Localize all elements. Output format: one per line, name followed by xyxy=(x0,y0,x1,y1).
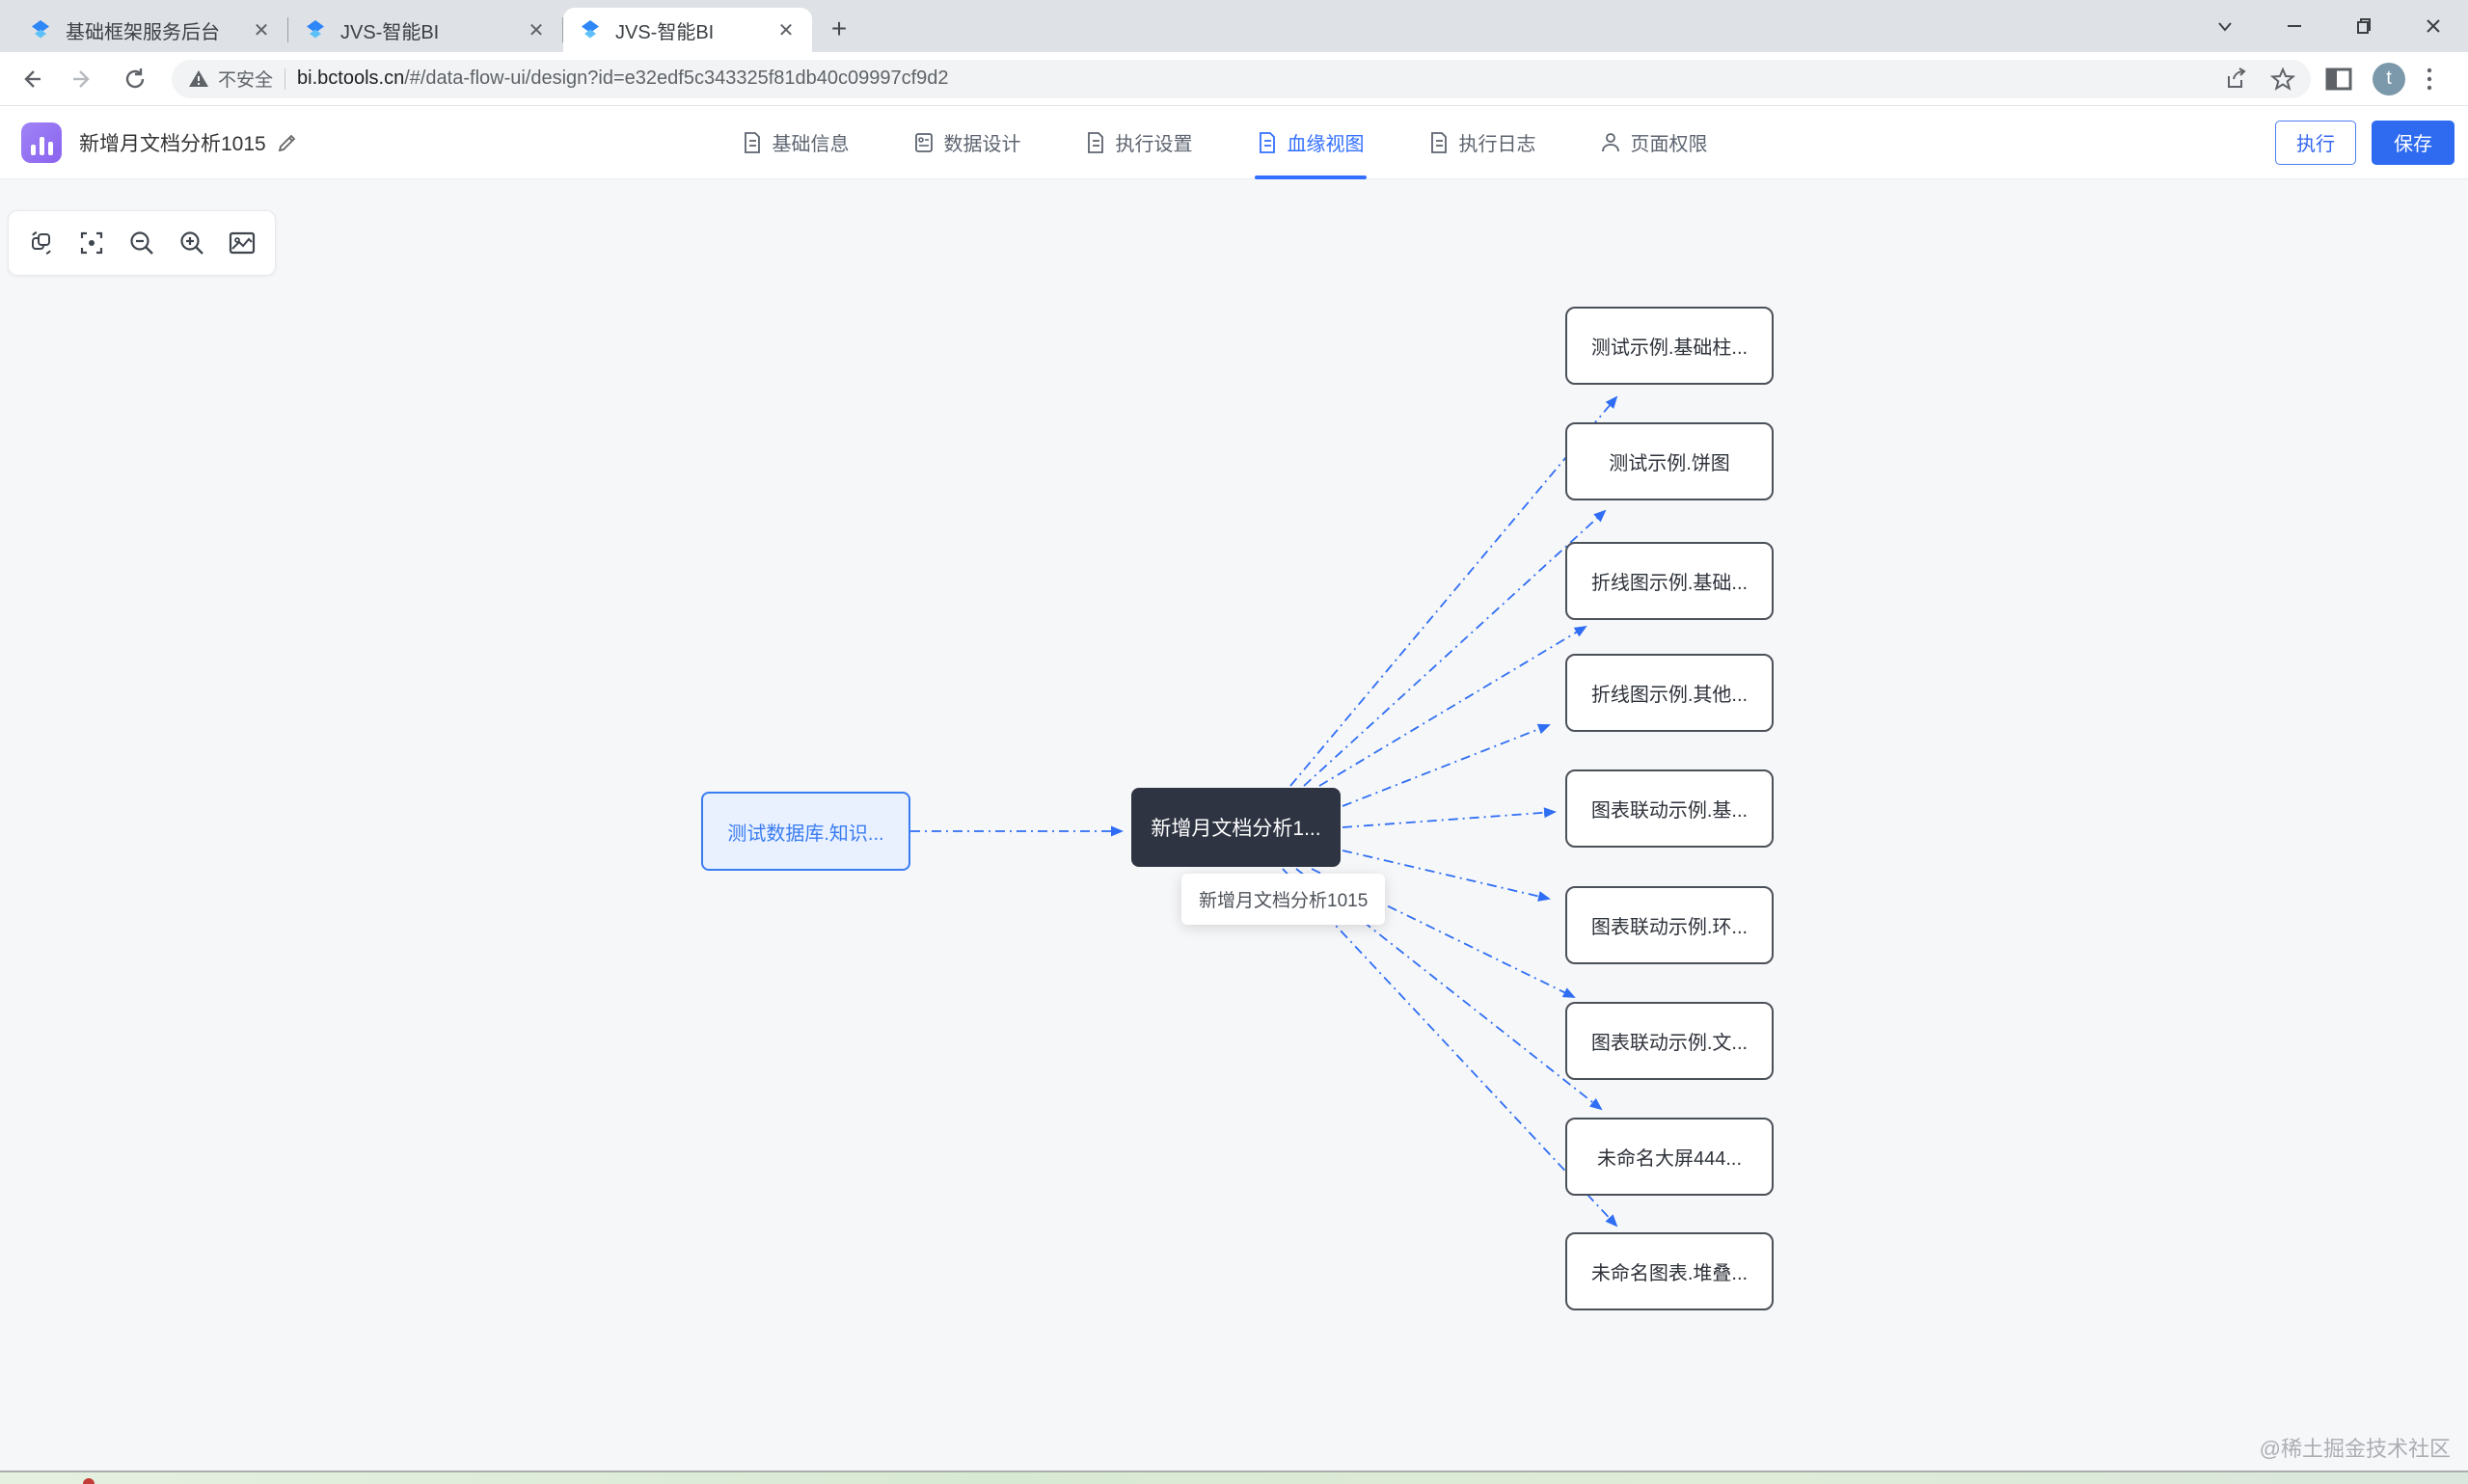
favicon-jvs-icon xyxy=(304,17,329,42)
tab-strip: 基础框架服务后台 ✕ JVS-智能BI ✕ JVS-智能BI ✕ + xyxy=(0,0,2468,52)
tab-title: JVS-智能BI xyxy=(340,21,440,43)
tab-separator xyxy=(562,17,563,42)
taskbar-sliver xyxy=(0,1471,2468,1484)
zoom-in-icon[interactable] xyxy=(171,222,213,264)
forward-icon[interactable] xyxy=(62,58,104,100)
header-buttons: 执行 保存 xyxy=(2275,120,2454,165)
address-bar-row: 不安全 bi.bctools.cn/#/data-flow-ui/design?… xyxy=(0,52,2468,106)
diagram-node-t5[interactable]: 图表联动示例.基... xyxy=(1565,769,1774,848)
diagram-node-t4[interactable]: 折线图示例.其他... xyxy=(1565,654,1774,732)
tab-close-icon[interactable]: ✕ xyxy=(528,19,545,41)
tab-basic-info[interactable]: 基础信息 xyxy=(741,106,849,179)
url-path: /#/data-flow-ui/design?id=e32edf5c343325… xyxy=(404,67,949,89)
share-icon[interactable] xyxy=(2224,67,2249,92)
kebab-menu-icon[interactable] xyxy=(2425,65,2434,94)
reload-icon[interactable] xyxy=(114,58,156,100)
tab-execute-log[interactable]: 执行日志 xyxy=(1427,106,1535,179)
minimize-icon[interactable] xyxy=(2260,0,2329,52)
url-domain: bi.bctools.cn xyxy=(297,67,405,89)
diagram-node-t3[interactable]: 折线图示例.基础... xyxy=(1565,542,1774,620)
favicon-jvs-icon xyxy=(579,17,604,42)
avatar[interactable]: t xyxy=(2373,62,2405,95)
browser-tab-1[interactable]: 基础框架服务后台 ✕ xyxy=(14,8,287,52)
bar-chart-logo-icon xyxy=(21,121,62,163)
tab-label: 血缘视图 xyxy=(1287,134,1365,155)
tab-separator xyxy=(287,17,288,42)
security-label[interactable]: 不安全 xyxy=(218,70,274,91)
new-tab-button[interactable]: + xyxy=(830,13,848,43)
diagram-node-t7[interactable]: 图表联动示例.文... xyxy=(1565,1002,1774,1080)
tab-label: 执行设置 xyxy=(1115,134,1193,155)
export-image-icon[interactable] xyxy=(221,222,263,264)
pencil-icon[interactable] xyxy=(276,131,299,154)
favicon-jvs-icon xyxy=(29,17,54,42)
tab-label: 数据设计 xyxy=(943,134,1021,155)
tab-search-chevron-icon[interactable] xyxy=(2190,0,2260,52)
canvas-toolbar xyxy=(8,210,276,276)
zoom-out-icon[interactable] xyxy=(121,222,163,264)
warning-icon[interactable] xyxy=(187,67,210,91)
run-button[interactable]: 执行 xyxy=(2275,120,2356,165)
tab-title: 基础框架服务后台 xyxy=(66,21,220,43)
tab-lineage-view[interactable]: 血缘视图 xyxy=(1254,106,1367,179)
diagram-node-t2[interactable]: 测试示例.饼图 xyxy=(1565,422,1774,500)
tab-data-design[interactable]: 数据设计 xyxy=(912,106,1020,179)
tab-close-icon[interactable]: ✕ xyxy=(253,19,270,41)
center-focus-icon[interactable] xyxy=(70,222,113,264)
diagram-node-t9[interactable]: 未命名图表.堆叠... xyxy=(1565,1232,1774,1310)
tab-close-icon[interactable]: ✕ xyxy=(777,19,795,41)
back-icon[interactable] xyxy=(10,58,52,100)
address-bar[interactable]: 不安全 bi.bctools.cn/#/data-flow-ui/design?… xyxy=(172,59,2311,98)
diagram-node-center[interactable]: 新增月文档分析1... xyxy=(1131,788,1341,867)
restore-icon[interactable] xyxy=(2329,0,2399,52)
diagram-node-source[interactable]: 测试数据库.知识... xyxy=(701,792,910,871)
tab-label: 基础信息 xyxy=(772,134,850,155)
tab-execute-settings[interactable]: 执行设置 xyxy=(1084,106,1192,179)
bookmark-star-icon[interactable] xyxy=(2270,66,2295,92)
watermark-text: @稀土掘金技术社区 xyxy=(2259,1437,2451,1461)
url-text[interactable]: bi.bctools.cn/#/data-flow-ui/design?id=e… xyxy=(297,67,2203,90)
save-button[interactable]: 保存 xyxy=(2372,120,2454,165)
header-nav: 基础信息 数据设计 执行设置 血缘视图 执行日志 页面权限 xyxy=(741,106,1707,179)
close-icon[interactable] xyxy=(2399,0,2468,52)
browser-tab-3-active[interactable]: JVS-智能BI ✕ xyxy=(563,8,812,52)
red-dot xyxy=(83,1478,95,1484)
reading-sidebar-icon[interactable] xyxy=(2324,66,2353,93)
tab-title: JVS-智能BI xyxy=(615,21,715,43)
diagram-node-t1[interactable]: 测试示例.基础柱... xyxy=(1565,307,1774,385)
tab-label: 页面权限 xyxy=(1630,134,1708,155)
diagram-node-t6[interactable]: 图表联动示例.环... xyxy=(1565,886,1774,964)
browser-tab-2[interactable]: JVS-智能BI ✕ xyxy=(288,8,562,52)
tab-page-permission[interactable]: 页面权限 xyxy=(1599,106,1707,179)
diagram-node-t8[interactable]: 未命名大屏444... xyxy=(1565,1118,1774,1196)
fit-refresh-icon[interactable] xyxy=(20,222,63,264)
browser-actions: t xyxy=(2324,62,2448,95)
app-header: 新增月文档分析1015 基础信息 数据设计 执行设置 血缘视图 xyxy=(0,106,2468,179)
tab-label: 执行日志 xyxy=(1458,134,1536,155)
page-title: 新增月文档分析1015 xyxy=(79,132,266,155)
window-controls xyxy=(2190,0,2468,52)
